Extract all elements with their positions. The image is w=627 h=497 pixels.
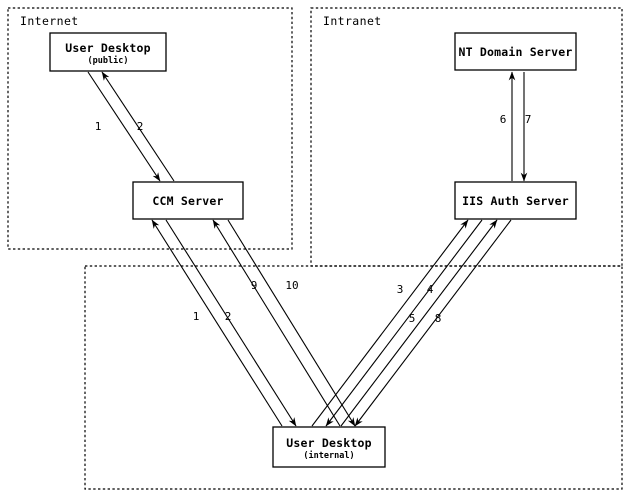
- node-label-nt-domain-server: NT Domain Server: [459, 45, 573, 59]
- zone-boundary-intranet: [310, 7, 623, 267]
- node-label-user-desktop-internal: User Desktop: [286, 436, 371, 450]
- flow-arrow-1-user-desktop-internal-to-ccm-server: [151, 219, 283, 427]
- flow-arrow-5-user-desktop-internal-to-iis-auth-server: [340, 219, 498, 427]
- flow-step-label-1-user-desktop-public: 1: [95, 120, 102, 133]
- flow-step-label-2-ccm-server: 2: [225, 310, 232, 323]
- node-iis-auth-server: IIS Auth Server: [454, 181, 577, 220]
- node-nt-domain-server: NT Domain Server: [454, 32, 577, 71]
- flow-arrows: [87, 71, 528, 427]
- node-box-iis-auth-server: [454, 181, 577, 220]
- flow-arrow-9-user-desktop-internal-to-ccm-server: [212, 219, 341, 427]
- node-box-ccm-server: [132, 181, 244, 220]
- flow-arrow-4-iis-auth-server-to-user-desktop-internal: [325, 219, 483, 427]
- flow-arrow-1-user-desktop-public-to-ccm-server: [87, 71, 161, 182]
- flow-step-label-8-iis-auth-server: 8: [435, 312, 442, 325]
- flow-arrow-2-ccm-server-to-user-desktop-internal: [165, 219, 297, 427]
- node-box-nt-domain-server: [454, 32, 577, 71]
- node-box-user-desktop-public: [49, 32, 167, 72]
- zone-boundary-internal-lan: [84, 265, 623, 490]
- flow-step-label-4-iis-auth-server: 4: [427, 283, 434, 296]
- flow-step-label-3-user-desktop-internal: 3: [397, 283, 404, 296]
- node-user-desktop-public: User Desktop(public): [49, 32, 167, 72]
- flow-step-label-9-user-desktop-internal: 9: [251, 279, 258, 292]
- flow-arrow-8-iis-auth-server-to-user-desktop-internal: [354, 219, 512, 427]
- flow-step-label-7-nt-domain-server: 7: [525, 113, 532, 126]
- flow-step-label-10-ccm-server: 10: [285, 279, 298, 292]
- flow-step-label-1-user-desktop-internal: 1: [193, 310, 200, 323]
- flow-step-labels: 1 2 1 2 3 4 5 8 6 7 9 10: [95, 113, 532, 325]
- node-user-desktop-internal: User Desktop(internal): [272, 426, 386, 468]
- node-label-user-desktop-public: User Desktop: [65, 41, 150, 55]
- flow-step-label-5-user-desktop-internal: 5: [409, 312, 416, 325]
- node-box-user-desktop-internal: [272, 426, 386, 468]
- flow-arrow-10-ccm-server-to-user-desktop-internal: [227, 219, 356, 427]
- node-label-iis-auth-server: IIS Auth Server: [462, 194, 569, 208]
- flow-step-label-6-iis-auth-server: 6: [500, 113, 507, 126]
- flow-arrow-2-ccm-server-to-user-desktop-public: [101, 71, 175, 182]
- node-sublabel-user-desktop-public: (public): [88, 55, 129, 66]
- zone-label-intranet: Intranet: [323, 14, 382, 28]
- zone-boundaries: [7, 7, 623, 490]
- zone-label-internet: Internet: [20, 14, 79, 28]
- flow-arrow-3-user-desktop-internal-to-iis-auth-server: [311, 219, 469, 427]
- flow-step-label-2-ccm-server: 2: [137, 120, 144, 133]
- node-label-ccm-server: CCM Server: [152, 194, 223, 208]
- node-sublabel-user-desktop-internal: (internal): [303, 450, 354, 461]
- zone-boundary-internet: [7, 7, 293, 250]
- node-ccm-server: CCM Server: [132, 181, 244, 220]
- zone-name-labels: Internet Intranet: [20, 14, 382, 28]
